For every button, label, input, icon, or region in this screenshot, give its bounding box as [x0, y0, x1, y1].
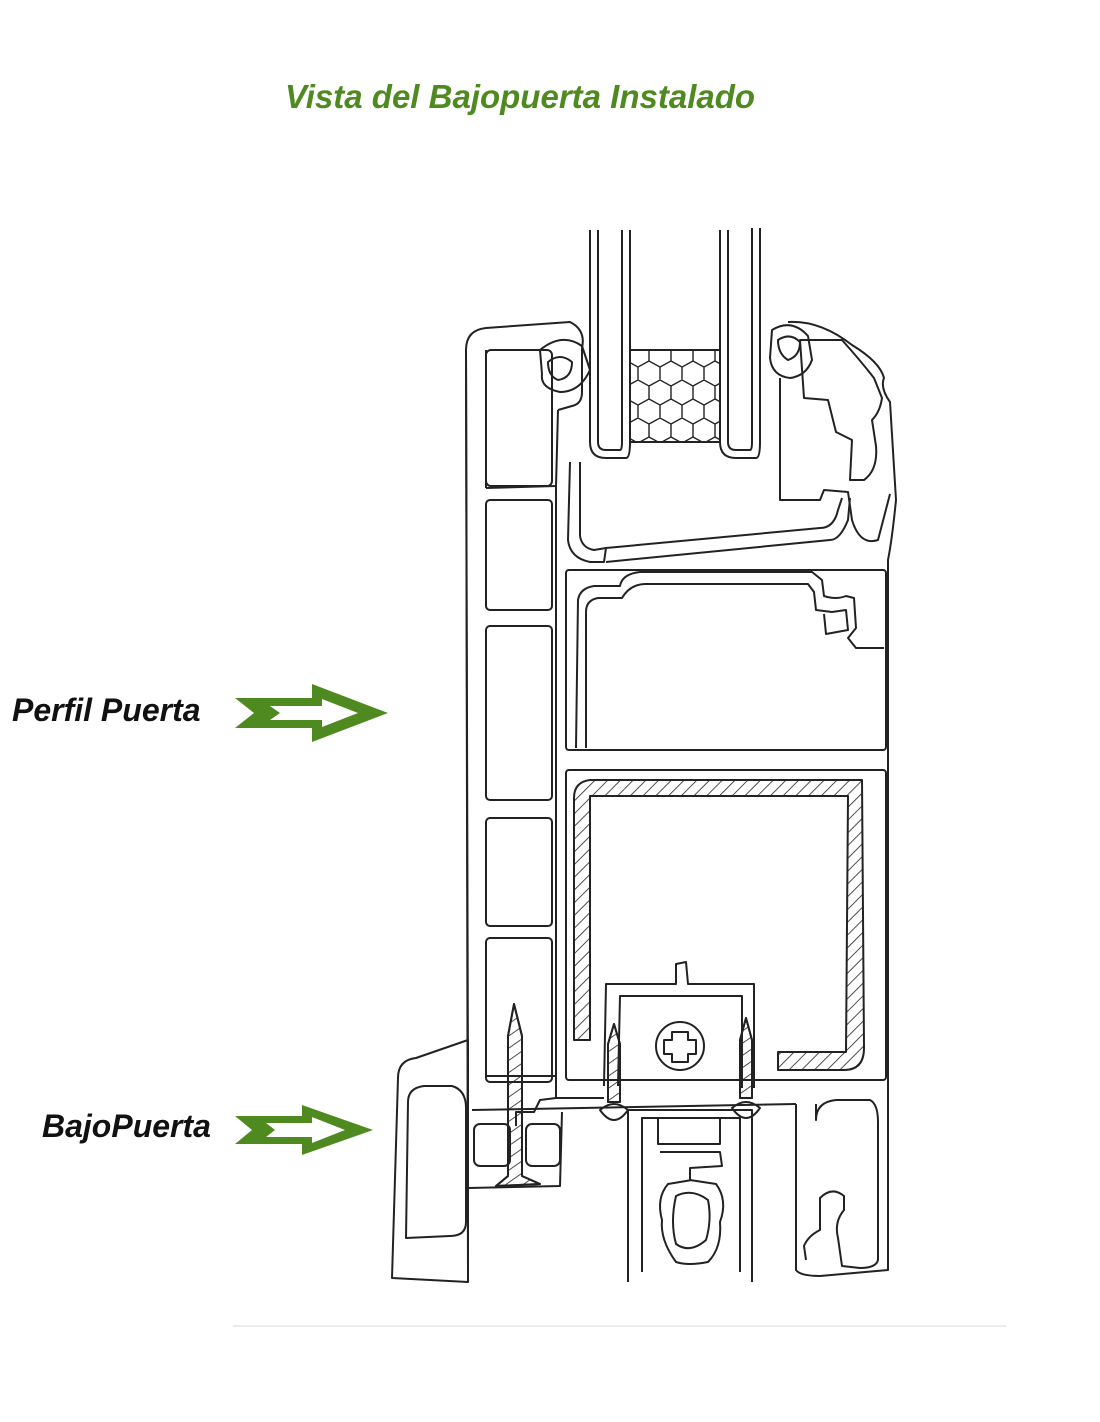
perfil-puerta-label: Perfil Puerta — [12, 692, 201, 728]
honeycomb-spacer — [629, 349, 721, 443]
glass-panes — [589, 228, 761, 459]
bajopuerta-label: BajoPuerta — [42, 1108, 211, 1144]
steel-reinforcement — [573, 779, 865, 1071]
bajopuerta-arrow-icon — [235, 1105, 373, 1155]
divider-line — [233, 1325, 1006, 1327]
wood-screw-left — [495, 1003, 541, 1187]
center-screw — [655, 1021, 705, 1071]
diagram-title: Vista del Bajopuerta Instalado — [284, 78, 756, 115]
door-frame-outline — [465, 320, 897, 1283]
perfil-arrow-icon — [235, 684, 388, 742]
